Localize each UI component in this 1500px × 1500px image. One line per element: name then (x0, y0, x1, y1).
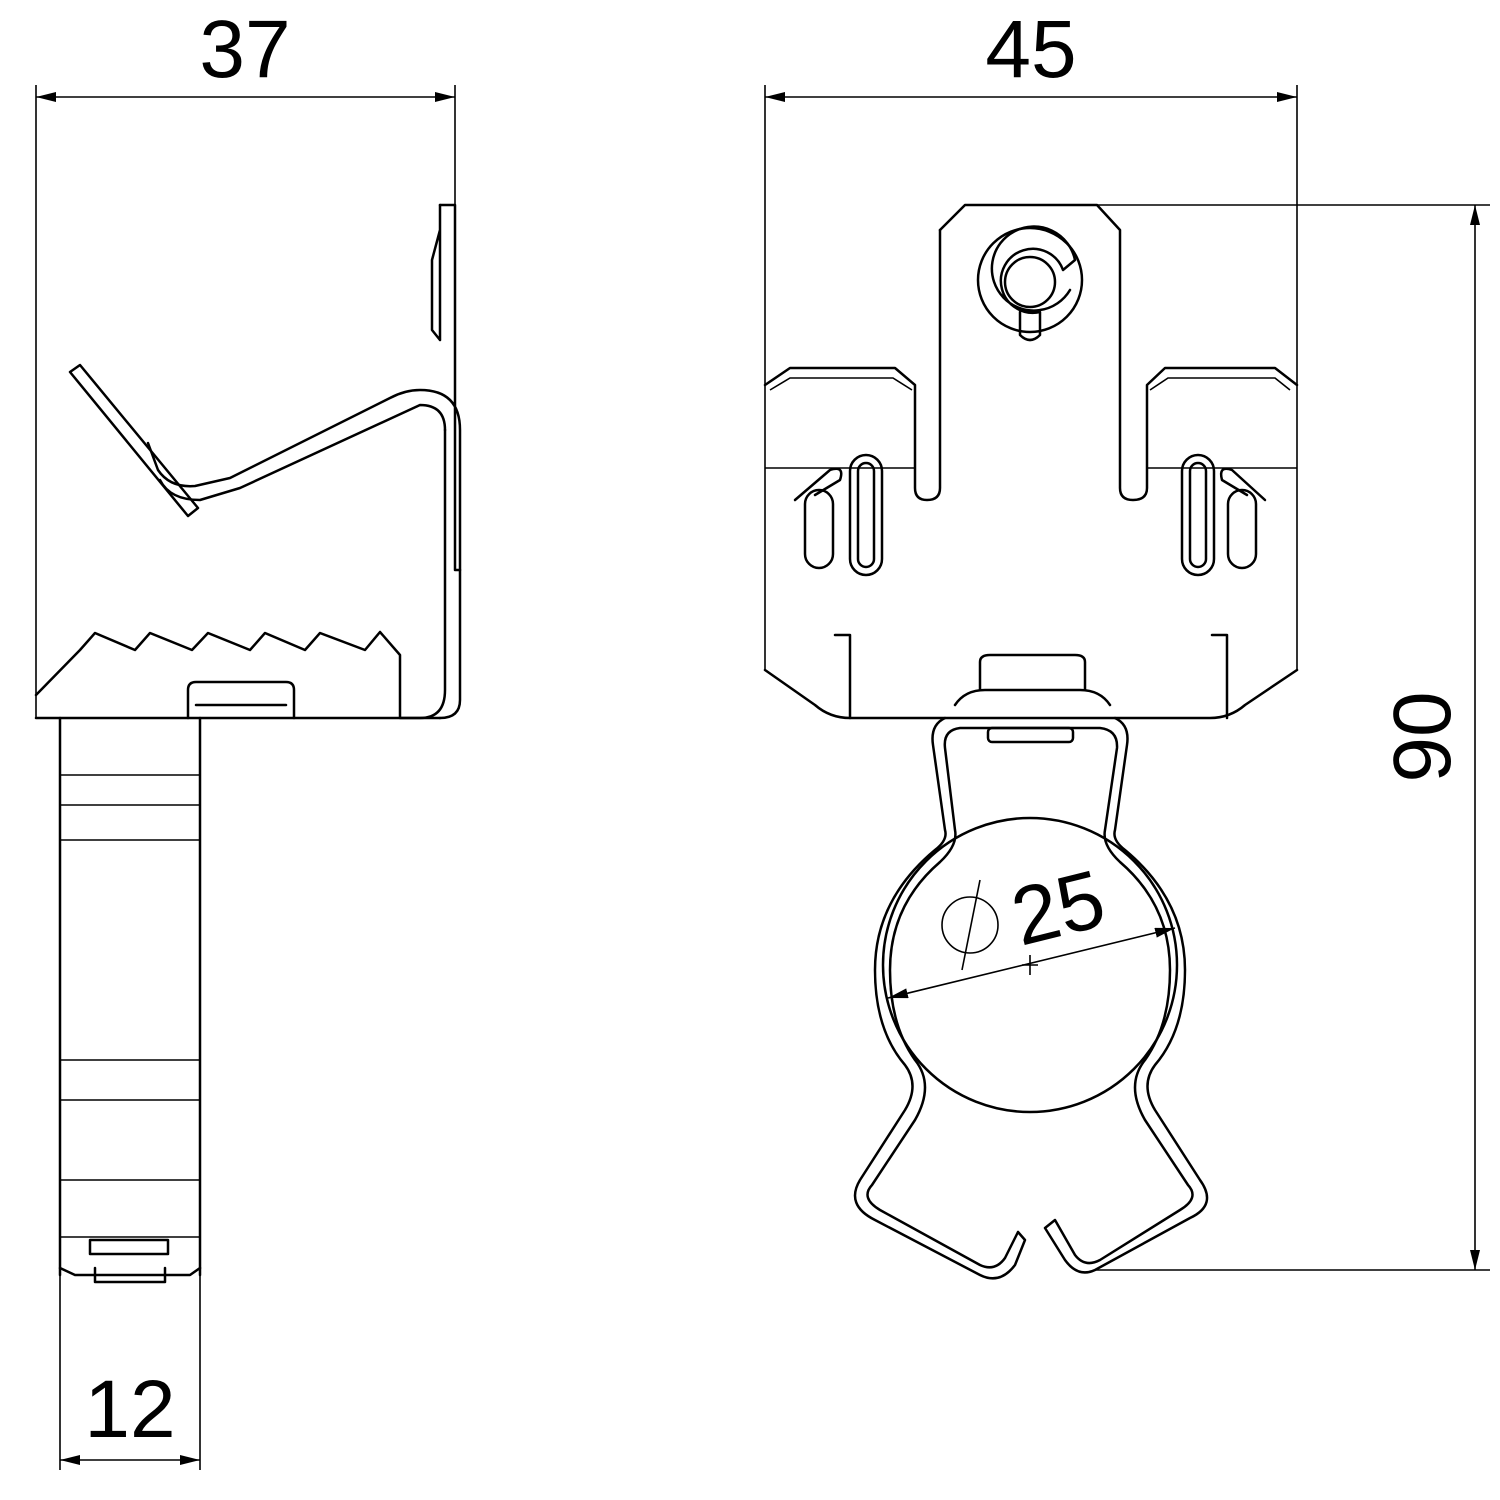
side-view-stem (58, 716, 202, 1284)
diameter-symbol-icon (941, 879, 999, 971)
side-view: 37 12 (34, 4, 462, 1470)
dimension-45-label: 45 (985, 4, 1076, 95)
bracket-body (763, 203, 1490, 720)
dimension-12-label: 12 (84, 1364, 175, 1455)
dimension-45: 45 (764, 4, 1298, 670)
dimension-37: 37 (35, 4, 456, 718)
dimension-90: 90 (1095, 205, 1490, 1271)
dimension-37-label: 37 (199, 4, 290, 95)
front-view: 45 (763, 4, 1490, 1280)
side-view-body (34, 203, 462, 720)
dimension-12: 12 (59, 1275, 201, 1470)
dimension-90-label: 90 (1377, 691, 1468, 782)
dimension-diameter-25: 25 (887, 853, 1176, 999)
diameter-25-label: 25 (1003, 853, 1114, 963)
pipe-clip (853, 716, 1209, 1280)
